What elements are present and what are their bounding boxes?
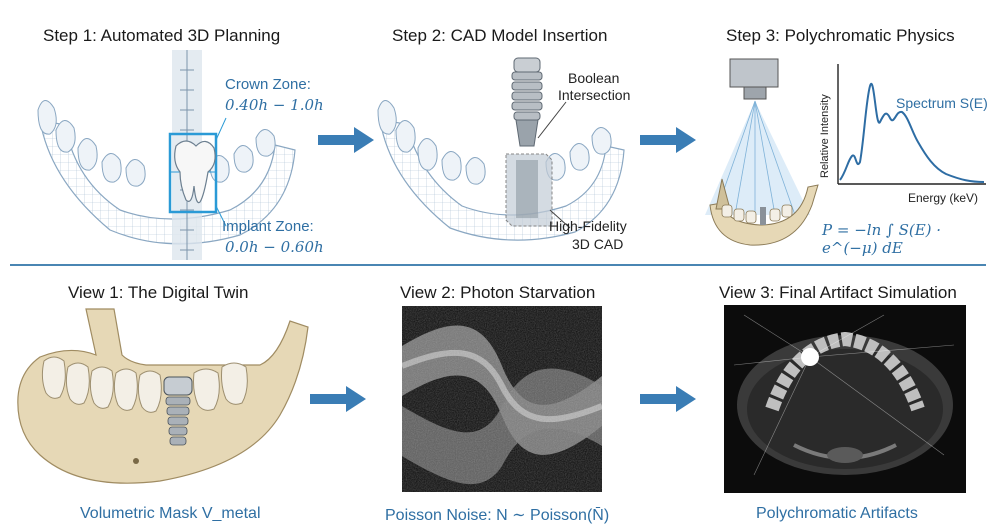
- implant-screw-icon: [511, 57, 543, 147]
- xray-setup-figure: [705, 58, 819, 246]
- physics-formula: P = −ln ∫ S(E) · e^(−μ) dE: [822, 221, 942, 257]
- section-divider: [10, 264, 986, 266]
- arrow-right-icon: [310, 386, 366, 412]
- arrow-right-icon: [640, 127, 696, 153]
- arrow-right-icon: [318, 127, 374, 153]
- view2-title: View 2: Photon Starvation: [400, 283, 596, 302]
- view3-caption: Polychromatic Artifacts: [756, 505, 918, 522]
- spectrum-curve: [839, 82, 985, 183]
- cad-insertion-figure: [377, 57, 625, 241]
- cad-label-1: High-Fidelity: [549, 218, 627, 234]
- boolean-label-2: Intersection: [558, 87, 631, 103]
- arrow-right-icon: [640, 386, 696, 412]
- implant-zone-range: 0.0h − 0.60h: [225, 238, 324, 256]
- jaw-wireframe-icon: [37, 50, 296, 260]
- view1-title: View 1: The Digital Twin: [68, 283, 249, 302]
- crown-zone-label: Crown Zone:: [225, 76, 311, 93]
- spectrum-label: Spectrum S(E): [896, 95, 988, 111]
- xray-source-icon: [729, 58, 779, 100]
- crown-zone-range: 0.40h − 1.0h: [225, 96, 324, 114]
- view1-caption: Volumetric Mask V_metal: [80, 505, 261, 522]
- view3-title: View 3: Final Artifact Simulation: [719, 283, 957, 302]
- ct-slice-figure: [724, 305, 966, 493]
- view2-caption: Poisson Noise: N ∼ Poisson(N̄): [385, 507, 610, 524]
- step2-title: Step 2: CAD Model Insertion: [392, 26, 608, 45]
- spectrum-xlabel: Energy (keV): [908, 191, 978, 205]
- boolean-label-1: Boolean: [568, 70, 620, 86]
- tooth-icon: [174, 140, 216, 204]
- spectrum-plot: Relative Intensity Energy (keV) Spectrum…: [819, 64, 988, 205]
- spectrum-ylabel: Relative Intensity: [819, 94, 831, 178]
- step3-title: Step 3: Polychromatic Physics: [726, 26, 955, 45]
- sinogram-figure: [402, 306, 602, 492]
- step1-title: Step 1: Automated 3D Planning: [43, 26, 281, 45]
- implant-screw-icon: [163, 376, 193, 446]
- digital-twin-figure: [17, 308, 309, 484]
- implant-zone-label: Implant Zone:: [222, 218, 314, 235]
- cad-label-2: 3D CAD: [572, 236, 624, 252]
